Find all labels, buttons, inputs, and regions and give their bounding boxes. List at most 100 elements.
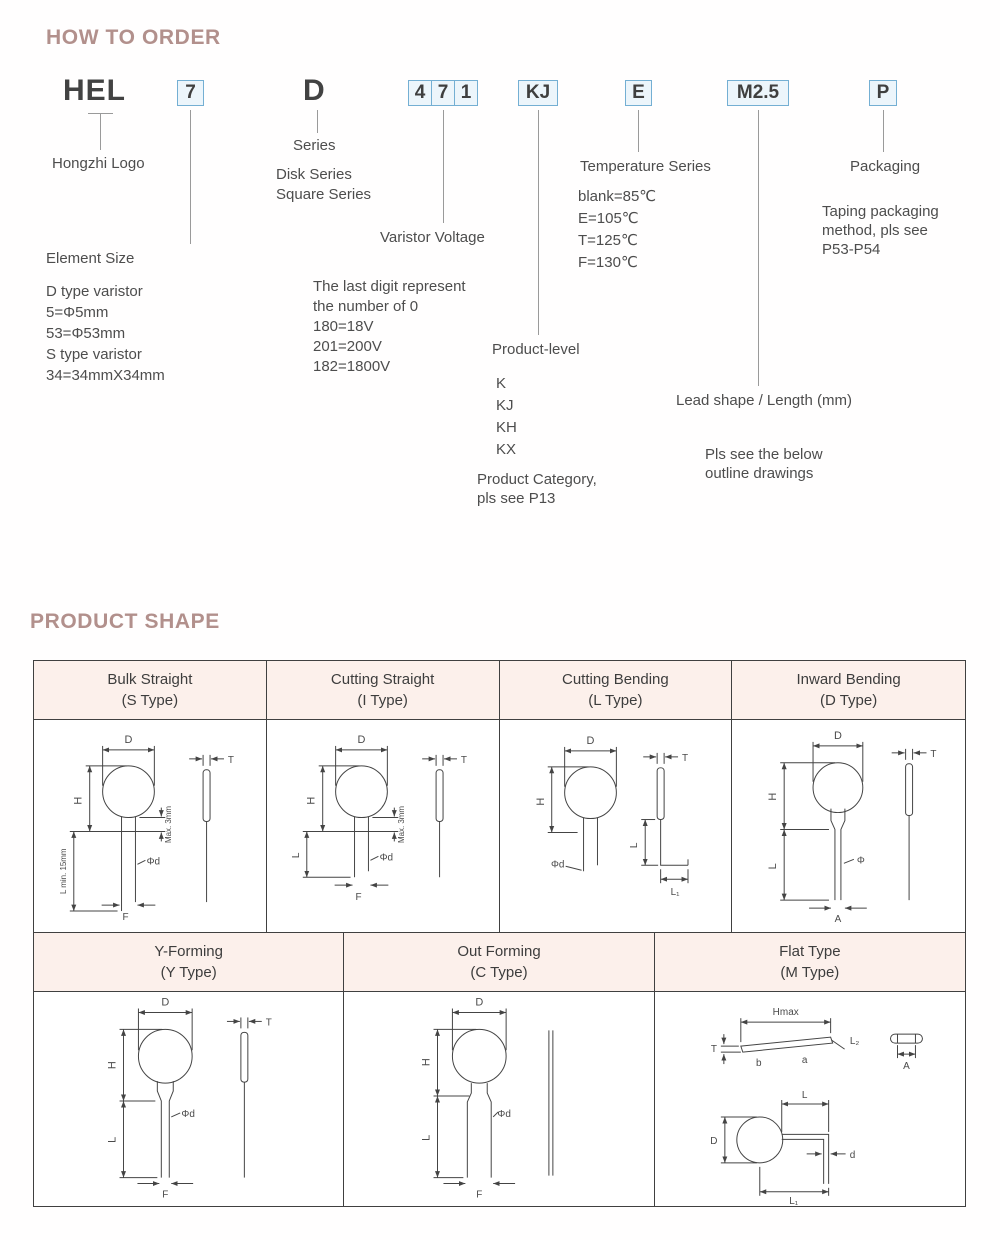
drawing-y-type: D H L Φd F T [107,997,272,1201]
code-lead-box: M2.5 [727,80,789,106]
header-type: (C Type) [470,964,528,981]
connector-logo [100,113,101,150]
header-name: Flat Type [779,943,841,960]
dim-label-d: D [476,997,484,1009]
dim-label-f: F [477,1189,483,1200]
product-level-note: Product Category, pls see P13 [477,470,597,508]
logo-label: Hongzhi Logo [52,155,145,172]
cell-l-type: D H Φd T L L₁ [499,720,733,933]
disk-body [102,765,155,819]
packaging-note-line: P53-P54 [822,241,881,258]
dim-labels: D H L Φd F T [107,997,272,1201]
voltage-option: the number of 0 [313,298,419,315]
element-size-label: Element Size [46,250,135,267]
front-view [302,745,399,888]
header-type: (M Type) [780,964,840,981]
dim-label-l1: L₁ [789,1196,799,1206]
packaging-note: Taping packaging method, pls see P53-P54 [822,202,939,259]
temperature-option: T=125℃ [578,232,638,249]
packaging-note-line: method, pls see [822,222,928,239]
dim-label-phid: Φd [147,856,160,867]
dim-label-phid: Φd [550,859,563,870]
temperature-option: blank=85℃ [578,188,657,205]
side-view [891,748,927,901]
connector-temperature [638,110,639,152]
how-to-order-title: HOW TO ORDER [46,26,221,49]
header-name: Inward Bending [796,671,901,688]
front-view [433,1008,516,1187]
drawing-m-type: Hmax T b a L₂ A D L d L₁ [710,1007,923,1206]
product-level-option: KX [496,441,517,458]
dim-labels: D H Max. 3mm L min. 15mm Φd F T [59,734,234,923]
header-name: Cutting Bending [562,671,669,688]
voltage-option: The last digit represent [313,278,466,295]
lead-note: Pls see the below outline drawings [705,445,823,483]
dim-label-t: T [461,755,467,766]
dim-label-l: L [291,852,302,858]
dim-label-d: D [586,735,594,747]
element-size-option: 34=34mmX34mm [46,367,165,384]
dim-label-dsmall: d [849,1150,855,1161]
voltage-option: 180=18V [313,318,374,335]
dim-labels: D H Max. 3mm L Φd F T [291,734,467,903]
drawing-s-type: D H Max. 3mm L min. 15mm Φd F T [59,734,234,923]
dim-labels: Hmax T b a L₂ A D L d L₁ [710,1007,910,1206]
series-options: Disk Series Square Series [276,165,371,205]
dim-label-h: H [305,797,317,805]
dim-label-hmax: Hmax [772,1007,798,1018]
product-level-option: K [496,375,507,392]
shape-header-row-2: Y-Forming (Y Type) Out Forming (C Type) … [34,933,965,992]
dim-label-l: L [629,842,640,848]
side-view [640,752,688,884]
header-type: (D Type) [820,692,878,709]
cell-i-type: D H Max. 3mm L Φd F T [266,720,500,933]
product-level-options: K KJ KH KX [496,373,517,461]
flat-side-view [720,1018,845,1065]
dim-label-phid: Φd [379,852,392,863]
dim-label-d: D [125,734,133,746]
cell-d-type: D H L Φ A T [732,720,965,933]
temperature-options: blank=85℃ E=105℃ T=125℃ F=130℃ [578,186,656,274]
product-level-note-line: Product Category, [477,471,597,488]
shape-header-row-1: Bulk Straight (S Type) Cutting Straight … [34,661,965,720]
header-c-type: Out Forming (C Type) [344,933,655,992]
disk-body [812,762,864,814]
dim-label-d: D [357,734,365,746]
code-size-box: 7 [177,80,204,106]
header-i-type: Cutting Straight (I Type) [266,661,500,720]
dim-label-phi: Φ [857,855,865,866]
dim-label-d: D [834,730,842,742]
disk-body [452,1028,507,1084]
header-name: Out Forming [457,943,541,960]
header-d-type: Inward Bending (D Type) [732,661,965,720]
dim-label-l: L [767,863,779,869]
front-view [119,1008,194,1187]
header-s-type: Bulk Straight (S Type) [34,661,267,720]
lead-note-line: outline drawings [705,465,814,482]
code-series: D [303,74,326,107]
lead-note-line: Pls see the below [705,446,823,463]
temperature-option: E=105℃ [578,210,639,227]
dim-labels: D H Φd T L L₁ [534,735,687,898]
product-level-note-line: pls see P13 [477,490,556,507]
dim-label-l1: L₁ [670,887,680,898]
header-type: (I Type) [357,692,408,709]
shape-drawing-row-1: D H Max. 3mm L min. 15mm Φd F T [34,720,965,933]
dim-labels: D H L Φ A T [767,730,936,925]
drawing-c-type: D H L Φd F [421,997,554,1200]
side-view [548,1030,554,1176]
header-l-type: Cutting Bending (L Type) [499,661,733,720]
element-size-option: 5=Φ5mm [46,304,109,321]
element-size-options: D type varistor 5=Φ5mm 53=Φ53mm S type v… [46,281,165,386]
dim-label-t: T [266,1017,272,1028]
dim-label-t: T [228,755,234,766]
connector-lead [758,110,759,386]
side-view [189,754,224,903]
dim-label-f: F [122,912,128,923]
element-size-option: 53=Φ53mm [46,325,126,342]
dim-label-phid: Φd [181,1109,194,1120]
header-y-type: Y-Forming (Y Type) [34,933,345,992]
dim-label-max3: Max. 3mm [164,806,173,843]
dim-label-l: L [107,1137,119,1143]
